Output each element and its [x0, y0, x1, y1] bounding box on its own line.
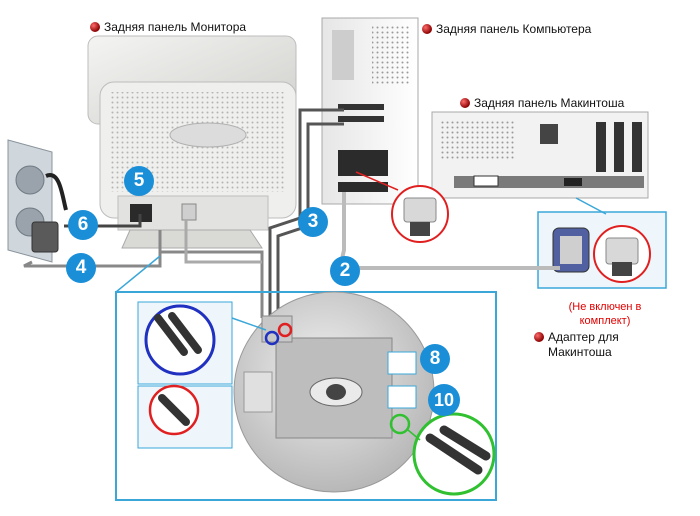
step-badge-5-html: 5 [124, 166, 154, 196]
bullet-icon [90, 22, 100, 32]
not-included-note: (Не включен в комплект) [540, 300, 670, 328]
step-badge-4: 4 [66, 253, 96, 283]
label-text-line-2: Макинтоша [548, 345, 612, 359]
bullet-icon [422, 24, 432, 34]
detail-left-single-connector [137, 384, 233, 449]
step-badge-6: 6 [68, 210, 98, 240]
mac-adapter-label: Адаптер для Макинтоша [534, 330, 619, 360]
mac-adapter-box [537, 197, 667, 289]
monitor-back-label: Задняя панель Монитора [90, 20, 246, 34]
step-number: 8 [429, 348, 441, 369]
computer-back-label: Задняя панель Компьютера [422, 22, 591, 36]
note-line-1: (Не включен в [568, 301, 642, 313]
macintosh-back [431, 111, 649, 199]
stand-closeup-frame [115, 255, 497, 501]
step-number: 5 [133, 170, 145, 191]
step-badge-10: 10 [428, 384, 460, 416]
monitor-base [233, 291, 435, 493]
bullet-icon [460, 98, 470, 108]
bullet-icon [534, 332, 544, 342]
label-text: Задняя панель Монитора [104, 20, 247, 34]
step-number: 6 [77, 214, 89, 235]
step-number: 2 [339, 260, 351, 281]
wall-outlet [7, 139, 68, 263]
detail-left-connectors [137, 301, 267, 385]
step-number: 4 [75, 257, 87, 278]
mac-back-label: Задняя панель Макинтоша [460, 96, 624, 110]
step-badge-2: 2 [330, 256, 360, 286]
step-number: 10 [433, 390, 455, 410]
label-text: Задняя панель Компьютера [436, 22, 592, 36]
monitor-back [87, 35, 297, 249]
label-text: Адаптер для [548, 330, 619, 344]
pc-vga-zoom-callout [355, 171, 449, 243]
note-line-2: комплект) [579, 315, 631, 327]
step-number: 3 [307, 211, 319, 232]
detail-right-connectors [407, 412, 496, 496]
step-badge-8: 8 [420, 344, 450, 374]
step-badge-3: 3 [298, 207, 328, 237]
label-text: Задняя панель Макинтоша [474, 96, 625, 110]
